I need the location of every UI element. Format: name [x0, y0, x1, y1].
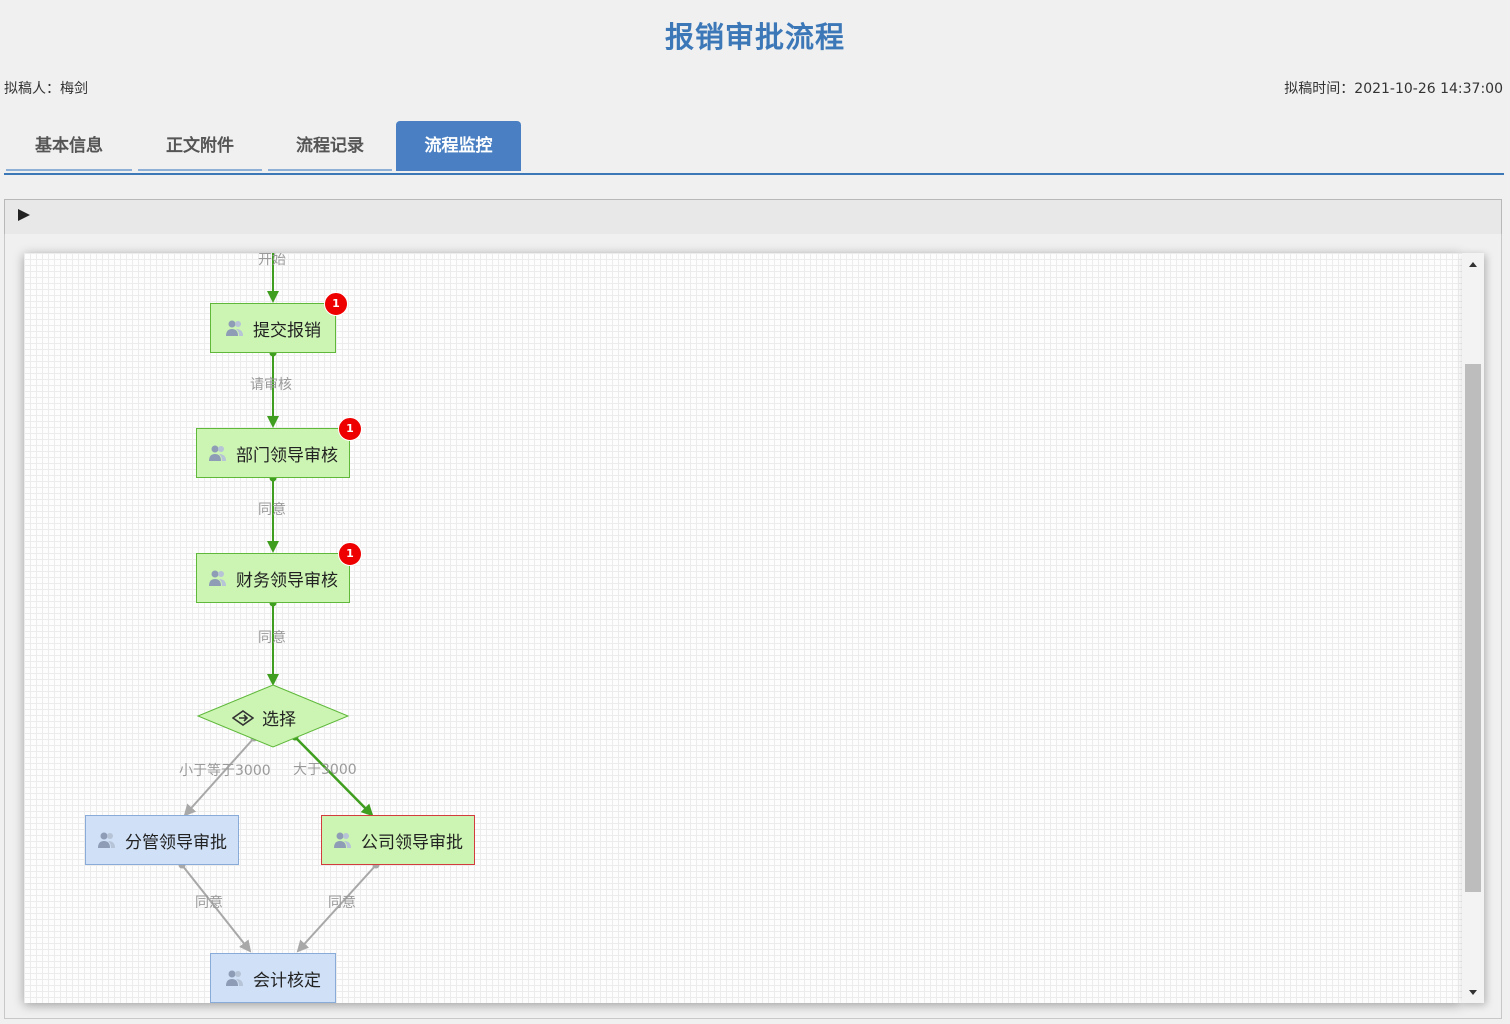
- draft-time-label: 拟稿时间：2021-10-26 14:37:00: [1284, 81, 1503, 97]
- vertical-scrollbar[interactable]: [1462, 253, 1484, 1003]
- node-label: 分管领导审批: [125, 832, 227, 853]
- gateway-icon: [232, 709, 254, 726]
- flow-canvas[interactable]: 开始 请审核 同意 同意 小于等于3000 大于3000 同意 同意 提交报销 …: [24, 253, 1462, 1003]
- node-company-leader-approval[interactable]: 公司领导审批: [321, 815, 475, 865]
- node-label: 会计核定: [253, 970, 321, 991]
- count-badge: 1: [338, 417, 362, 441]
- edge-label-agree-4: 同意: [328, 895, 356, 911]
- tab-flow-records[interactable]: 流程记录: [266, 121, 394, 171]
- node-label: 财务领导审核: [236, 570, 338, 591]
- edge-label-agree-3: 同意: [195, 895, 223, 911]
- users-icon: [334, 832, 351, 848]
- tab-bar: 基本信息 正文附件 流程记录 流程监控: [4, 121, 1504, 175]
- decision-node[interactable]: [196, 684, 350, 748]
- node-label: 提交报销: [253, 320, 321, 341]
- scroll-thumb[interactable]: [1465, 364, 1481, 892]
- toolbar: [4, 199, 1502, 235]
- node-label: 部门领导审核: [236, 445, 338, 466]
- tab-basic-info[interactable]: 基本信息: [4, 121, 134, 171]
- node-accounting-verify[interactable]: 会计核定: [210, 953, 336, 1003]
- edge-label-le-3000: 小于等于3000: [179, 763, 271, 779]
- start-label: 开始: [258, 253, 286, 268]
- edge-label-request-review: 请审核: [250, 377, 292, 393]
- edge-label-agree-2: 同意: [258, 630, 286, 646]
- flow-edges: [178, 253, 380, 1003]
- tab-flow-monitor[interactable]: 流程监控: [396, 121, 521, 171]
- node-submit-expense[interactable]: 提交报销: [210, 303, 336, 353]
- count-badge: 1: [324, 292, 348, 316]
- edge-label-gt-3000: 大于3000: [293, 762, 357, 778]
- play-icon[interactable]: [18, 209, 30, 221]
- users-icon: [226, 970, 243, 986]
- node-dept-leader-review[interactable]: 部门领导审核: [196, 428, 350, 478]
- count-badge: 1: [338, 542, 362, 566]
- node-label: 选择: [262, 710, 296, 730]
- scroll-up-icon[interactable]: [1469, 262, 1477, 267]
- edge-label-agree-1: 同意: [258, 502, 286, 518]
- users-icon: [226, 320, 243, 336]
- node-label: 公司领导审批: [361, 832, 463, 853]
- users-icon: [209, 570, 226, 586]
- page-title: 报销审批流程: [664, 20, 845, 54]
- node-branch-leader-approval[interactable]: 分管领导审批: [85, 815, 239, 865]
- drafter-label: 拟稿人：梅剑: [4, 81, 88, 97]
- users-icon: [209, 445, 226, 461]
- tab-attachments[interactable]: 正文附件: [136, 121, 264, 171]
- scroll-down-icon[interactable]: [1469, 990, 1477, 995]
- node-finance-leader-review[interactable]: 财务领导审核: [196, 553, 350, 603]
- decision-label: 选择: [232, 705, 296, 730]
- users-icon: [98, 832, 115, 848]
